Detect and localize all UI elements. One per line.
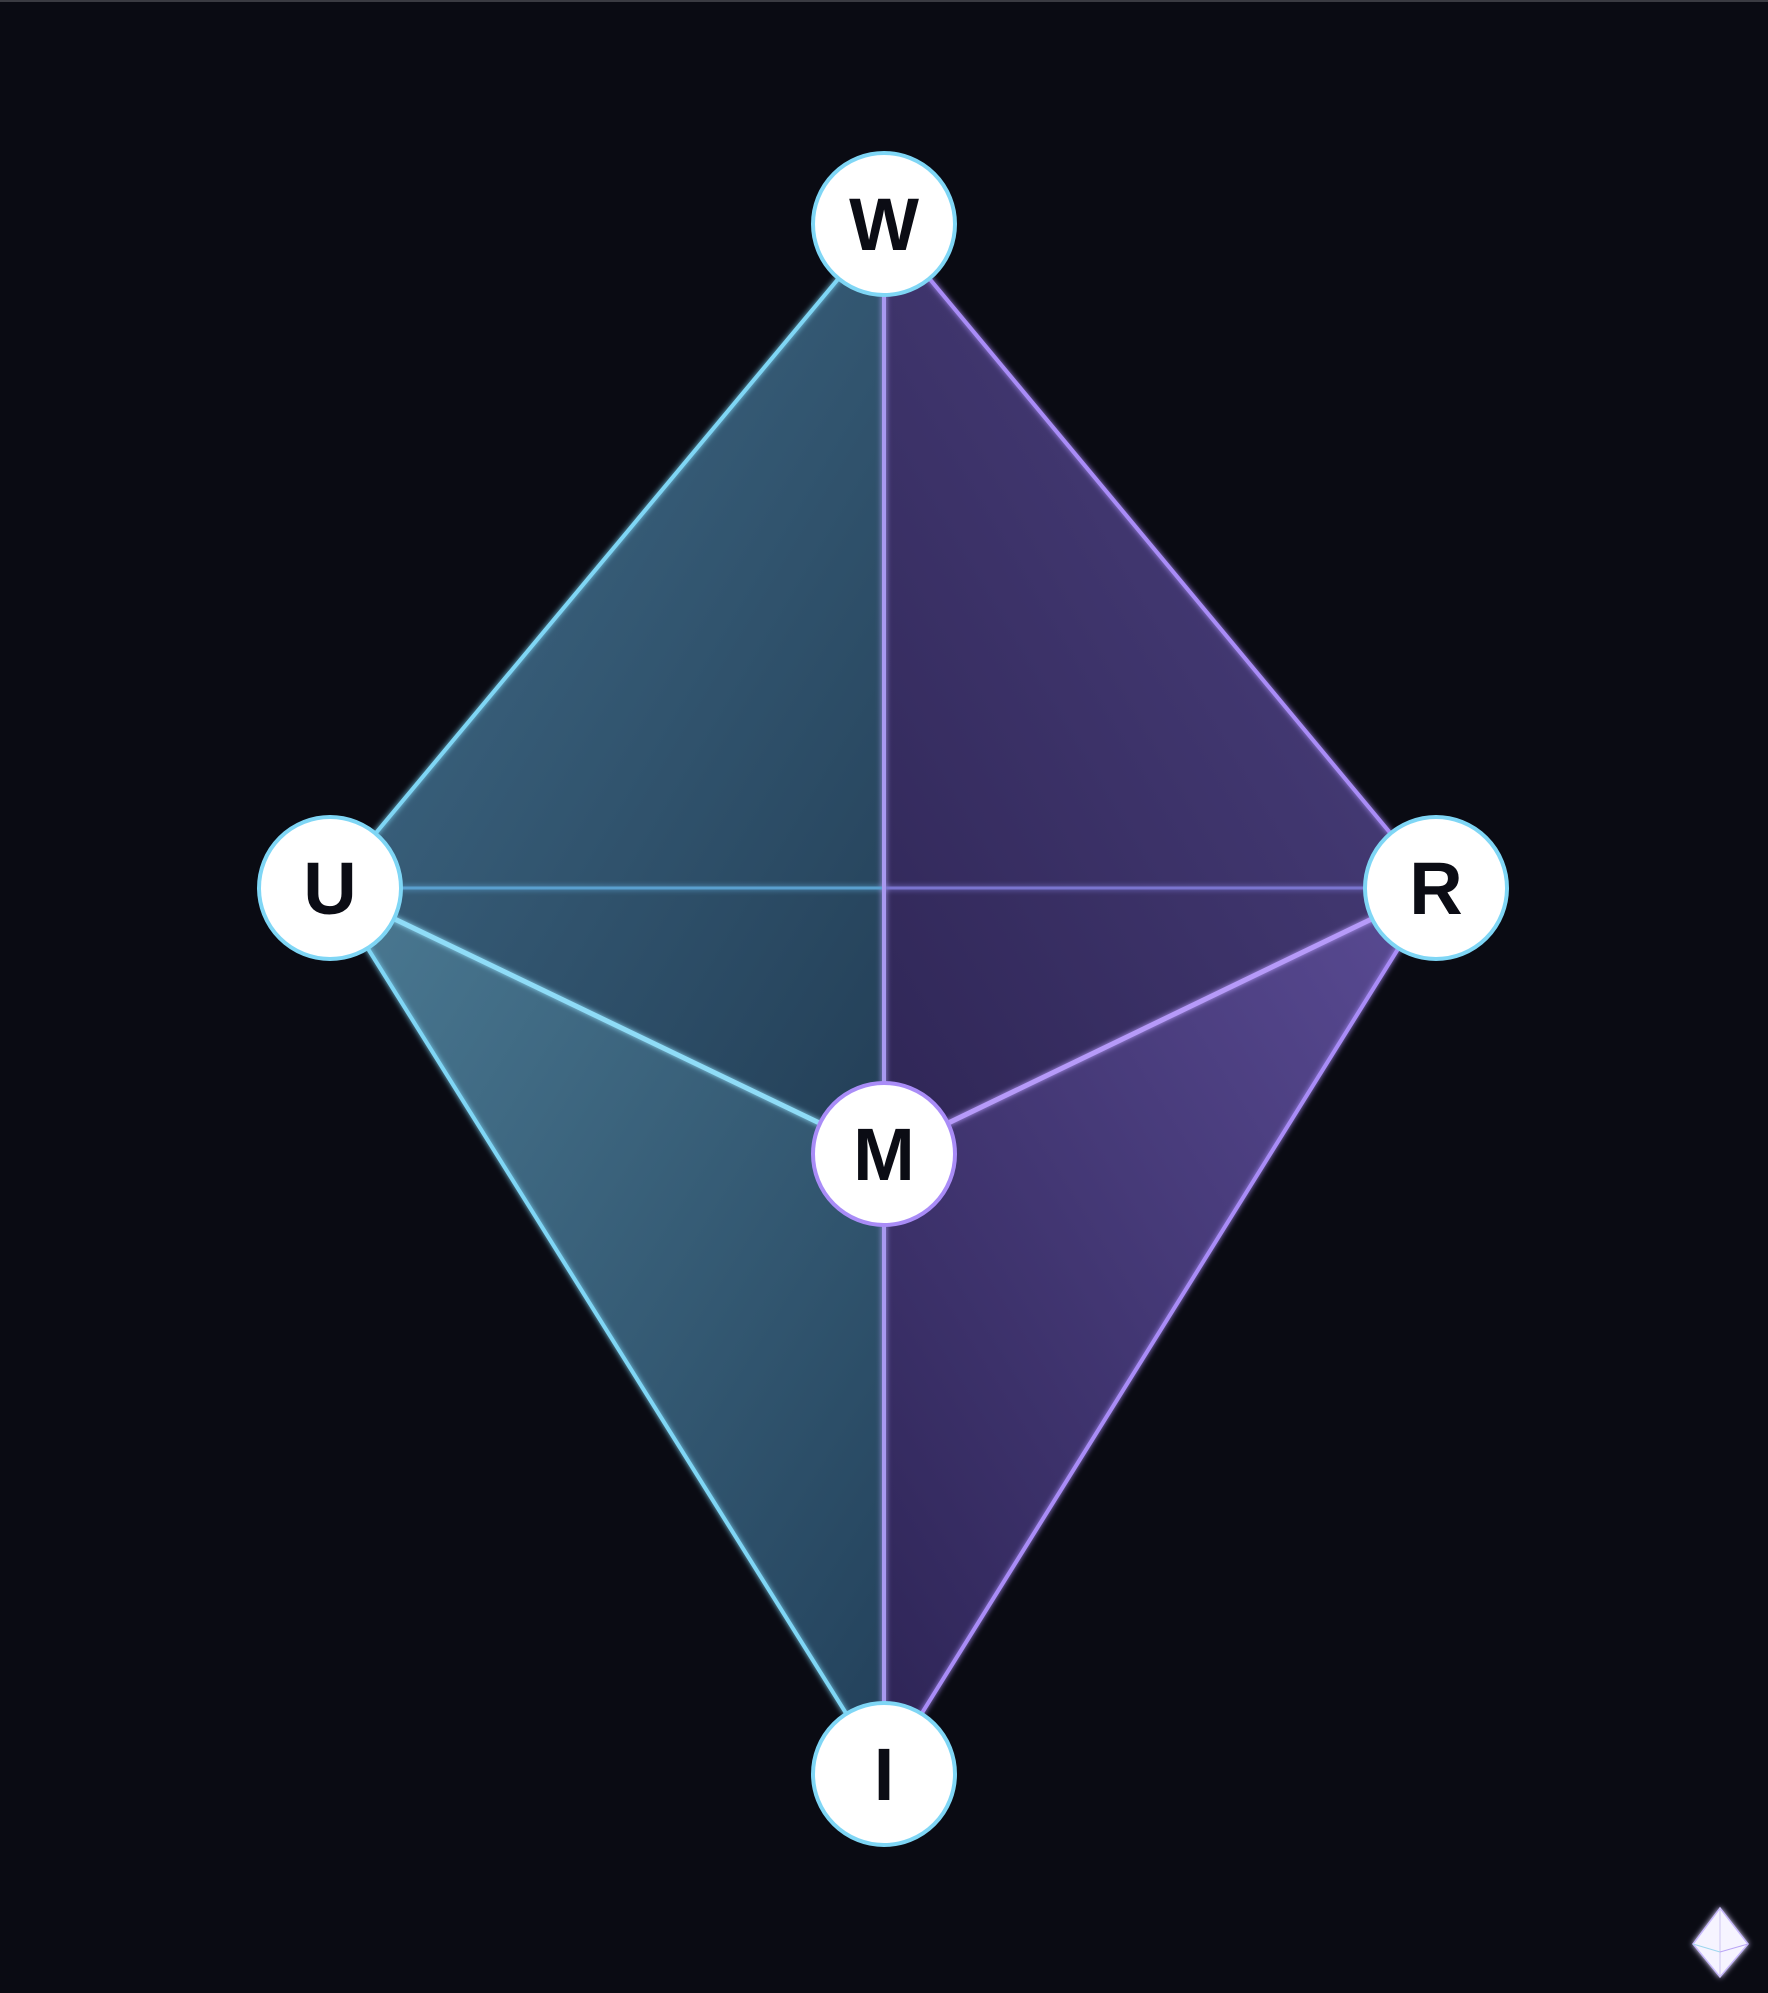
node-label: I	[874, 1733, 895, 1816]
edge-u-m	[327, 885, 887, 1157]
edge-w-u	[328, 222, 886, 890]
node-label: W	[849, 183, 919, 266]
node-w[interactable]: W	[811, 151, 957, 297]
face-upper-left	[330, 224, 884, 1154]
node-i[interactable]: I	[811, 1701, 957, 1847]
node-label: R	[1409, 847, 1462, 930]
edge-r-i	[882, 886, 1438, 1776]
edge-u-i	[328, 886, 886, 1776]
node-r[interactable]: R	[1363, 815, 1509, 961]
face-upper-right	[884, 224, 1436, 1154]
node-label: U	[303, 847, 356, 930]
logo-icon	[1692, 1906, 1749, 1979]
edge-m-r	[881, 885, 1439, 1157]
node-u[interactable]: U	[257, 815, 403, 961]
node-m[interactable]: M	[811, 1081, 957, 1227]
edge-w-r	[882, 222, 1438, 890]
node-label: M	[853, 1113, 915, 1196]
